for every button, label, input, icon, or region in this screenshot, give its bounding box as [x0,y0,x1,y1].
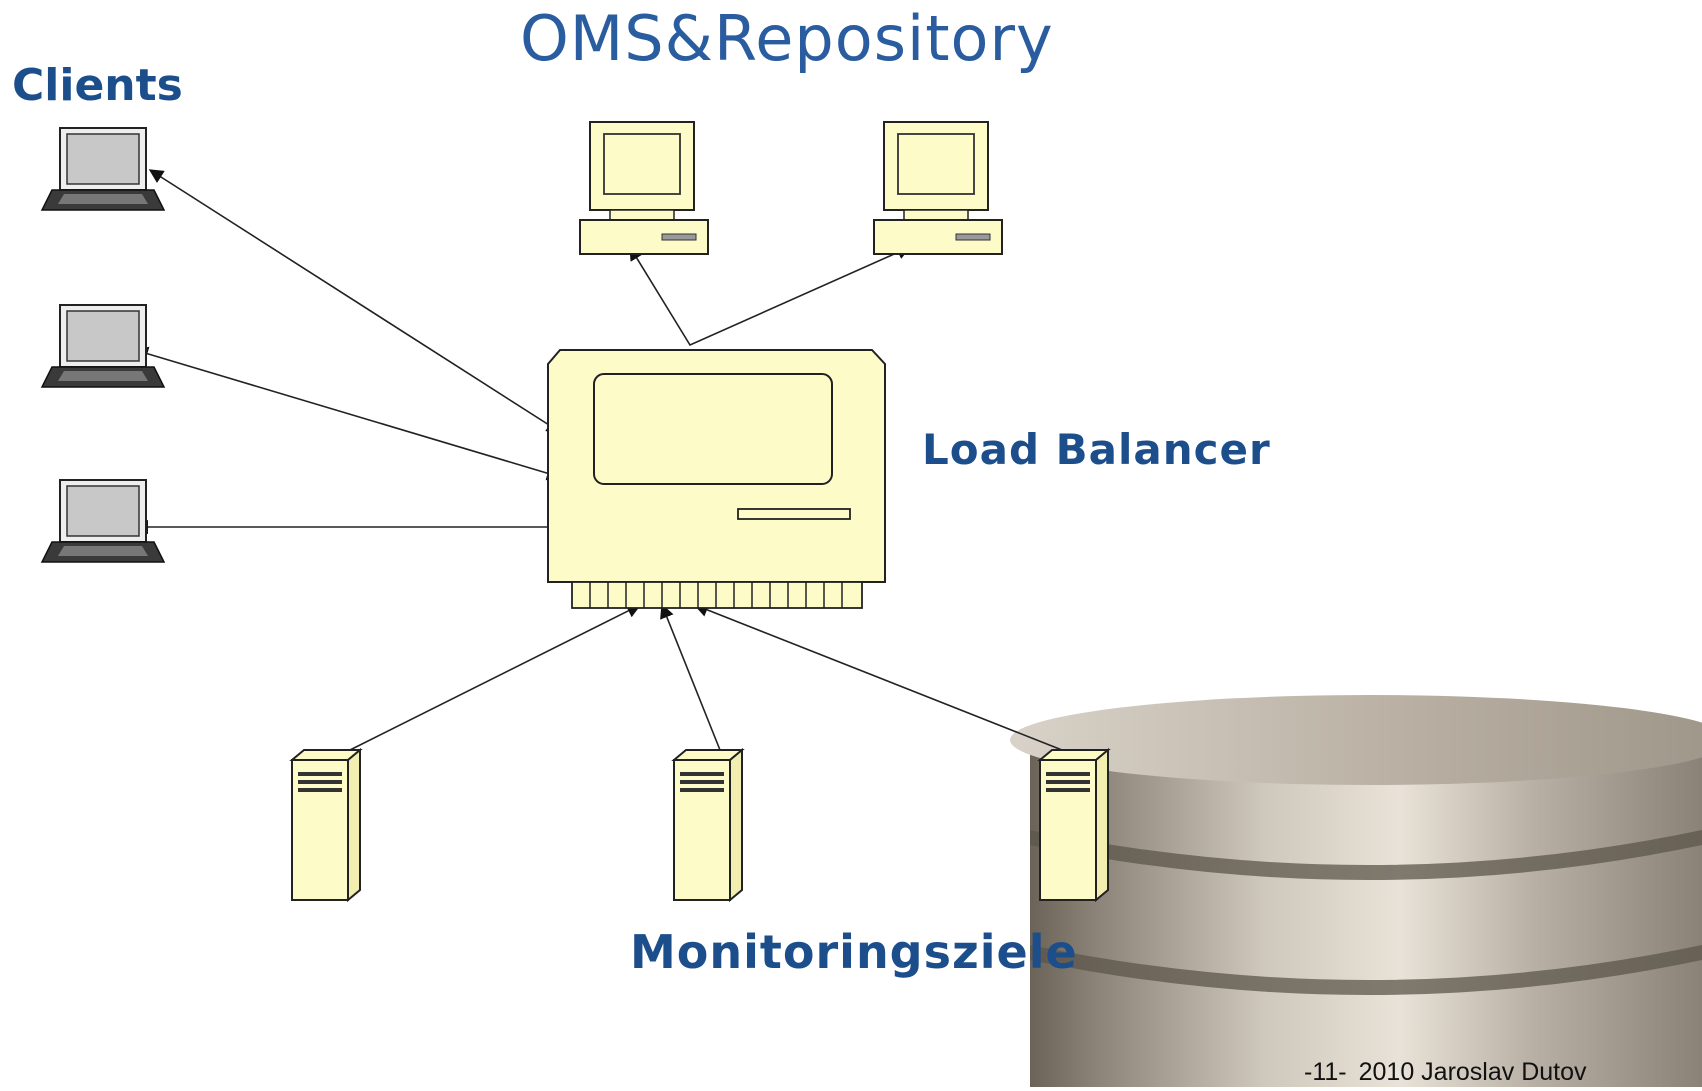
clients-label: Clients [12,60,183,111]
desktop-computer-icon [579,121,709,255]
laptop-icon [40,127,166,211]
arrow-target3-lb [693,603,1063,751]
monitoring-targets-label: Monitoringsziele [630,925,1078,979]
server-tower-icon [671,747,745,903]
footer-credit: 2010 Jaroslav Dutov [1358,1058,1587,1086]
target-server-3 [1037,747,1111,903]
load-balancer-icon [547,349,886,609]
target-server-1 [289,747,363,903]
database-cylinder-icon [1010,695,1702,1087]
oms-desktop-1 [579,121,709,255]
laptop-icon [40,479,166,563]
arrow-lb-oms [629,245,912,347]
connections [133,169,1063,751]
oms-desktop-2 [873,121,1003,255]
client-laptop-3 [40,479,166,563]
laptop-icon [40,304,166,388]
arrow-client1-lb [148,169,562,433]
client-laptop-1 [40,127,166,211]
load-balancer [547,349,886,609]
desktop-computer-icon [873,121,1003,255]
slide-footer: -11- 2010 Jaroslav Dutov [1304,1058,1599,1087]
arrow-client2-lb [133,346,562,481]
diagram-title: OMS&Repository [520,2,1054,75]
server-tower-icon [1037,747,1111,903]
load-balancer-label: Load Balancer [922,425,1271,474]
target-server-2 [671,747,745,903]
arrow-target2-lb [660,603,721,751]
arrow-target1-lb [349,604,642,751]
server-tower-icon [289,747,363,903]
page-number: -11- [1304,1058,1347,1086]
client-laptop-2 [40,304,166,388]
